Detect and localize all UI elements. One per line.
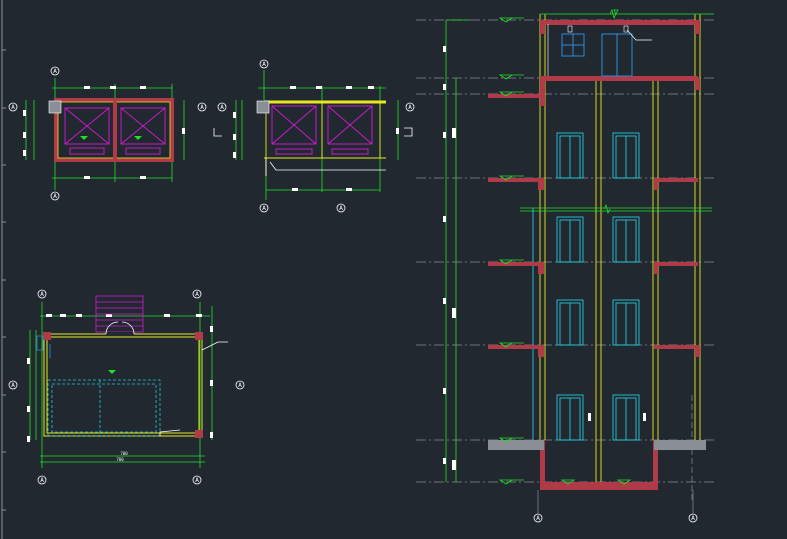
section-machine-room bbox=[547, 24, 652, 77]
plan2-dimension-ticks bbox=[233, 86, 399, 191]
axis-bubble-icon bbox=[217, 59, 415, 213]
section-axis-bottom-right: A bbox=[691, 515, 695, 522]
elevator-plan-1: A A A A bbox=[8, 66, 207, 201]
plan2-column bbox=[256, 100, 270, 114]
plan3-axis-top-left: A bbox=[40, 291, 44, 298]
section-axis-leaders bbox=[537, 490, 694, 514]
plan3-door-swing bbox=[105, 321, 135, 335]
section-axis-bottom-left: A bbox=[536, 515, 540, 522]
plan2-stair-line bbox=[265, 158, 386, 176]
section-dimension-ticks bbox=[443, 46, 456, 470]
plan1-column bbox=[48, 100, 62, 114]
section-ground-slab bbox=[488, 440, 706, 450]
plan1-axis-bottom: A bbox=[53, 193, 57, 200]
section-dimension-lines bbox=[445, 19, 470, 482]
machine-room-plan: 700 700 bbox=[8, 289, 245, 485]
axis-bubble-icon bbox=[533, 513, 698, 523]
plan1-dimension-ticks bbox=[23, 86, 185, 179]
section-level-lines bbox=[416, 19, 714, 483]
plan3-corner-columns bbox=[43, 332, 203, 438]
plan3-axis-right: A bbox=[238, 382, 242, 389]
plan3-axis-bottom-left: A bbox=[40, 477, 44, 484]
elevator-plan-2: A A A A A bbox=[213, 59, 415, 213]
plan3-machine-base bbox=[47, 379, 161, 437]
plan3-axis-bottom-right: A bbox=[195, 477, 199, 484]
plan3-axis-left: A bbox=[11, 382, 15, 389]
plan3-leader bbox=[159, 341, 228, 436]
plan1-dimension-lines bbox=[25, 78, 185, 190]
plan2-elevator-car-left bbox=[271, 105, 317, 155]
plan2-axis-top: A bbox=[262, 61, 266, 68]
plan2-dimension-lines bbox=[235, 70, 399, 200]
level-triangle-icon bbox=[80, 136, 142, 140]
section-door-labels bbox=[588, 413, 646, 421]
plan2-axis-left: A bbox=[220, 104, 224, 111]
plan1-axis-top: A bbox=[53, 68, 57, 75]
plan1-elevator-car-right bbox=[120, 107, 166, 155]
axis-bubble-icon bbox=[8, 289, 245, 485]
plan2-axis-bottom-right: A bbox=[339, 205, 343, 212]
plan1-elevator-car-left bbox=[64, 107, 110, 155]
section-floor-slabs bbox=[488, 20, 700, 490]
left-edge-ruler bbox=[1, 0, 6, 539]
section-shaft-walls bbox=[539, 14, 701, 482]
plan3-dimension-ticks bbox=[27, 314, 213, 442]
plan3-stairs bbox=[95, 295, 144, 333]
section-elevator-doors bbox=[556, 132, 640, 441]
plan2-axis-right: A bbox=[408, 104, 412, 111]
plan3-side-equipment bbox=[36, 335, 51, 358]
plan1-axis-left: A bbox=[11, 104, 15, 111]
plan3-width-dimension-2: 700 bbox=[116, 457, 124, 462]
break-line-icon bbox=[520, 8, 714, 215]
elevator-shaft-section: A A bbox=[416, 8, 714, 523]
level-triangle-icon bbox=[108, 370, 116, 374]
level-triangle-icon bbox=[498, 9, 632, 485]
plan2-break-line-icon bbox=[213, 127, 413, 137]
plan3-dimension-lines bbox=[29, 302, 213, 468]
plan1-axis-right: A bbox=[200, 104, 204, 111]
plan3-axis-top-right: A bbox=[195, 291, 199, 298]
plan2-axis-bottom-left: A bbox=[262, 205, 266, 212]
plan3-walls bbox=[43, 333, 203, 437]
plan3-width-dimension-1: 700 bbox=[120, 451, 128, 456]
axis-bubble-icon bbox=[8, 66, 207, 201]
plan2-elevator-car-right bbox=[327, 105, 373, 155]
